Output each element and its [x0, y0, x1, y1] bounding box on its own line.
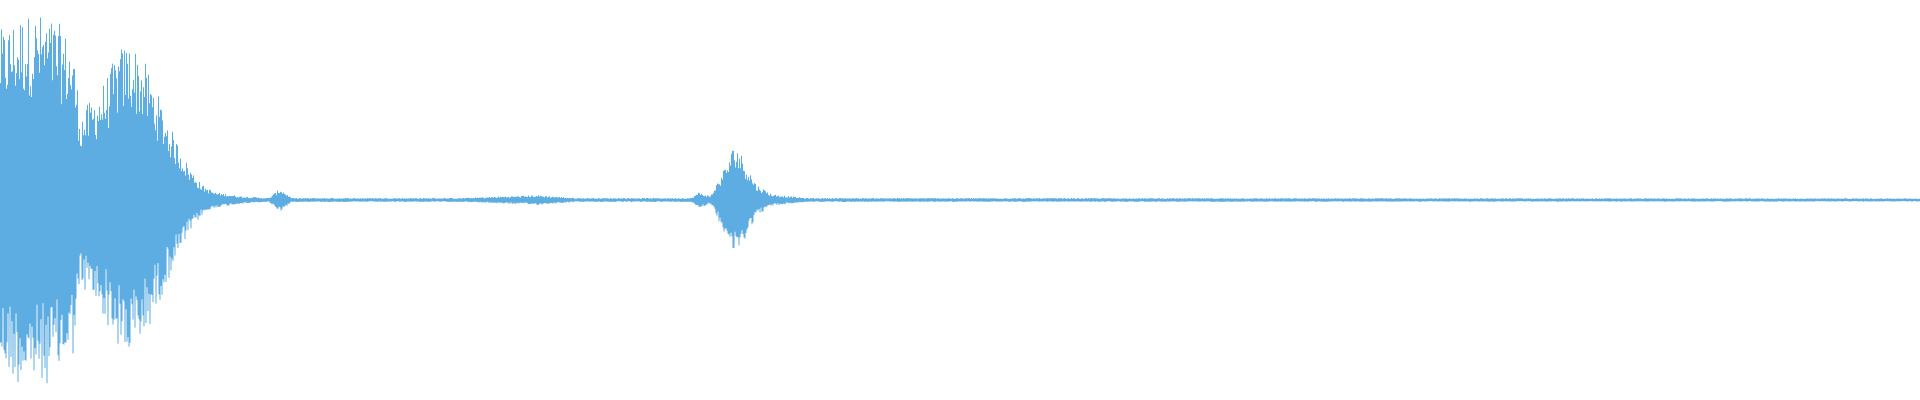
waveform-trace [0, 17, 1920, 384]
